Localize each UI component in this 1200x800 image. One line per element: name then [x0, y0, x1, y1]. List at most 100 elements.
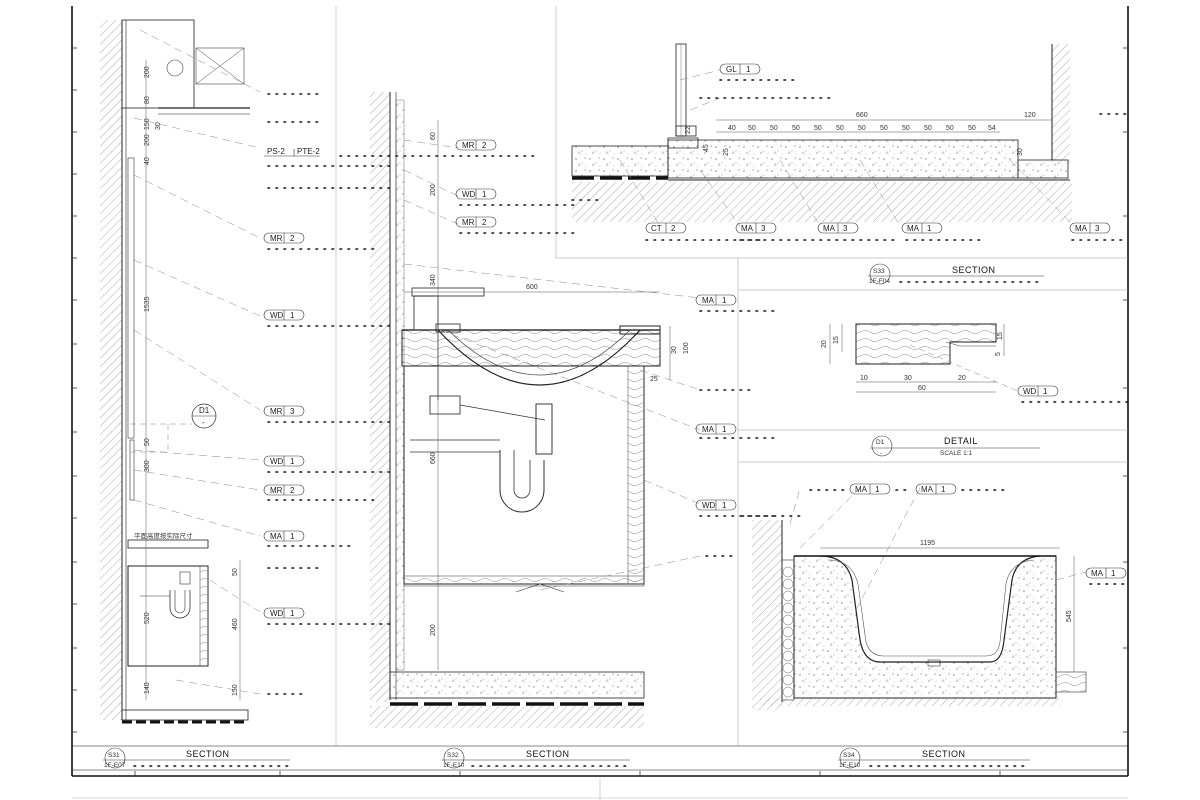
- svg-text:1: 1: [875, 485, 880, 494]
- svg-text:SCALE 1:1: SCALE 1:1: [940, 450, 973, 457]
- svg-text:GL: GL: [726, 65, 737, 74]
- d1-dim: 60: [918, 385, 926, 392]
- svg-text:S33: S33: [873, 268, 885, 275]
- callout-dot-leaders: [267, 79, 1129, 695]
- svg-text:S31: S31: [108, 752, 120, 759]
- section-s32: 60 200 340 660 600 30 100 25 200: [370, 92, 701, 728]
- s33-dim: 50: [968, 125, 976, 132]
- svg-text:1: 1: [290, 609, 295, 618]
- detail-reference-bubble: D1 -: [130, 403, 217, 453]
- s31-dim: 50: [144, 438, 151, 446]
- material-callout-tag: MA 1: [849, 483, 891, 495]
- svg-text:MR: MR: [462, 218, 475, 227]
- s32-dim: 200: [430, 624, 437, 636]
- s32-dim: 30: [671, 346, 678, 354]
- svg-text:SECTION: SECTION: [922, 749, 966, 759]
- material-callout-tag: WD 1: [263, 455, 305, 467]
- svg-text:1: 1: [482, 190, 487, 199]
- svg-text:CT: CT: [651, 224, 662, 233]
- s31-dim: 50: [232, 568, 239, 576]
- svg-text:MA: MA: [921, 485, 934, 494]
- svg-text:2: 2: [290, 486, 295, 495]
- svg-text:MA: MA: [702, 296, 715, 305]
- svg-text:MR: MR: [270, 486, 283, 495]
- s33-dim: 50: [858, 125, 866, 132]
- svg-text:1F-F04: 1F-F04: [869, 278, 890, 285]
- svg-text:SECTION: SECTION: [952, 265, 996, 275]
- s31-dim: 300: [144, 460, 151, 472]
- s34-dim: 545: [1066, 610, 1073, 622]
- svg-text:1: 1: [746, 65, 751, 74]
- material-callout-tag: PS-2 PTE-2: [264, 147, 320, 157]
- svg-text:1: 1: [1111, 569, 1116, 578]
- section-s31: 200 80 30 150 200 40 1535 50 300 520 460…: [100, 19, 261, 724]
- callouts: PS-2 PTE-2 MR 2 WD 1 MR 3 WD 1: [130, 63, 1127, 619]
- svg-text:S34: S34: [843, 752, 855, 759]
- frame-ticks: [72, 47, 1128, 776]
- sheet-frame: [71, 6, 1129, 800]
- material-callout-tag: MR 2: [263, 484, 305, 496]
- section-s33: 660 120 40 50 50 50 50 50 50 50 50 50 50…: [571, 43, 1075, 227]
- s31-dim: 150: [144, 118, 151, 130]
- svg-text:SECTION: SECTION: [526, 749, 570, 759]
- material-callout-tag: MA 1: [1085, 567, 1127, 579]
- svg-text:PTE-2: PTE-2: [297, 147, 320, 156]
- svg-text:1: 1: [290, 532, 295, 541]
- svg-text:1: 1: [927, 224, 932, 233]
- svg-text:MA: MA: [702, 425, 715, 434]
- s31-dim: 150: [232, 684, 239, 696]
- s31-dim: 200: [144, 66, 151, 78]
- svg-text:PS-2: PS-2: [267, 147, 285, 156]
- svg-text:1: 1: [1043, 387, 1048, 396]
- svg-text:1: 1: [722, 425, 727, 434]
- material-callout-tag: GL 1: [719, 63, 761, 75]
- svg-text:3: 3: [843, 224, 848, 233]
- svg-text:SECTION: SECTION: [186, 749, 230, 759]
- s32-dim: 100: [683, 342, 690, 354]
- s31-dim: 80: [144, 96, 151, 104]
- d1-dim: 5: [995, 352, 1002, 356]
- svg-text:-: -: [880, 450, 882, 457]
- svg-text:MR: MR: [270, 234, 283, 243]
- title-block-d1: D1 - DETAIL SCALE 1:1: [870, 435, 1040, 457]
- svg-text:1: 1: [722, 296, 727, 305]
- s33-dim: 50: [792, 125, 800, 132]
- svg-text:1F-E10: 1F-E10: [839, 762, 861, 769]
- material-callout-tag: MA 3: [817, 222, 859, 234]
- s31-dim: 1535: [144, 296, 151, 312]
- svg-text:WD: WD: [462, 190, 476, 199]
- s31-note-chinese: 平面高度按实际尺寸: [134, 531, 193, 540]
- material-callout-tag: CT 2: [645, 222, 687, 234]
- svg-text:1: 1: [722, 501, 727, 510]
- material-callout-tag: WD 1: [455, 188, 497, 200]
- s33-dim: 50: [748, 125, 756, 132]
- svg-text:MA: MA: [270, 532, 283, 541]
- svg-text:1F-E07: 1F-E07: [104, 762, 126, 769]
- svg-text:WD: WD: [1023, 387, 1037, 396]
- svg-text:S32: S32: [447, 752, 459, 759]
- material-callout-tag: MR 2: [455, 139, 497, 151]
- s33-dim: 50: [770, 125, 778, 132]
- material-callout-tag: MA 1: [915, 483, 957, 495]
- s31-dim: 460: [232, 618, 239, 630]
- s32-dim: 340: [430, 274, 437, 286]
- svg-text:WD: WD: [270, 609, 284, 618]
- svg-text:1F-E10: 1F-E10: [443, 762, 465, 769]
- title-block-s32: S32 1F-E10 SECTION: [442, 747, 631, 769]
- svg-text:3: 3: [290, 407, 295, 416]
- svg-text:3: 3: [1095, 224, 1100, 233]
- svg-text:MA: MA: [1075, 224, 1088, 233]
- svg-text:MA: MA: [907, 224, 920, 233]
- s33-dim: 25: [723, 148, 730, 156]
- s33-dim: 50: [814, 125, 822, 132]
- svg-text:1: 1: [290, 311, 295, 320]
- s33-dim: 50: [902, 125, 910, 132]
- title-block-s33: S33 1F-F04 SECTION: [868, 263, 1045, 285]
- material-callout-tag: MA 3: [1069, 222, 1111, 234]
- s32-dim: 660: [430, 452, 437, 464]
- material-callout-tag: WD 1: [695, 499, 737, 511]
- s31-dim: 40: [144, 157, 151, 165]
- s31-dim: 200: [144, 134, 151, 146]
- s33-dim: 22: [685, 126, 692, 134]
